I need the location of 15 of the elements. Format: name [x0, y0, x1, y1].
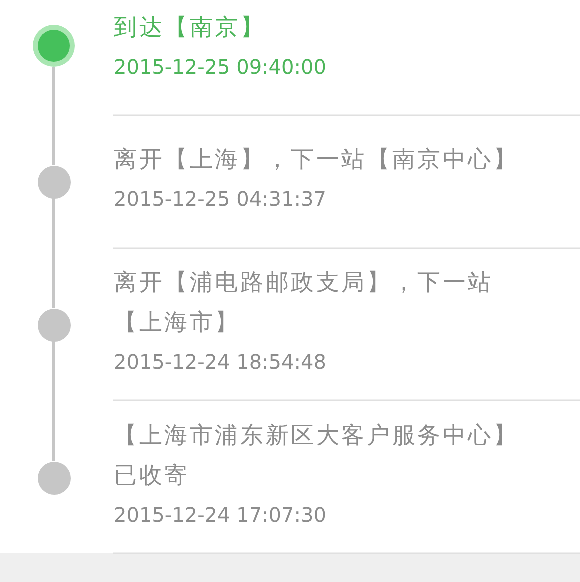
- timeline-dot: [33, 25, 75, 67]
- timeline-line: [52, 198, 56, 308]
- timestamp: 2015-12-25 04:31:37: [114, 186, 326, 213]
- timeline-dot: [38, 308, 70, 342]
- status-text: 离开【浦电路邮政支局】，下一站【上海市】: [114, 269, 494, 338]
- timeline-line: [52, 342, 56, 462]
- timestamp: 2015-12-24 17:07:30: [114, 502, 326, 529]
- timestamp: 2015-12-25 09:40:00: [114, 54, 326, 81]
- timeline-line: [52, 67, 56, 166]
- status-text: 离开【上海】，下一站【南京中心】: [114, 146, 520, 175]
- status-text: 【上海市浦东新区大客户服务中心】已收寄: [114, 422, 520, 491]
- timeline-dot: [38, 166, 70, 198]
- timestamp: 2015-12-24 18:54:48: [114, 349, 326, 376]
- timeline-dot: [38, 462, 70, 494]
- status-text: 到达【南京】: [114, 14, 267, 43]
